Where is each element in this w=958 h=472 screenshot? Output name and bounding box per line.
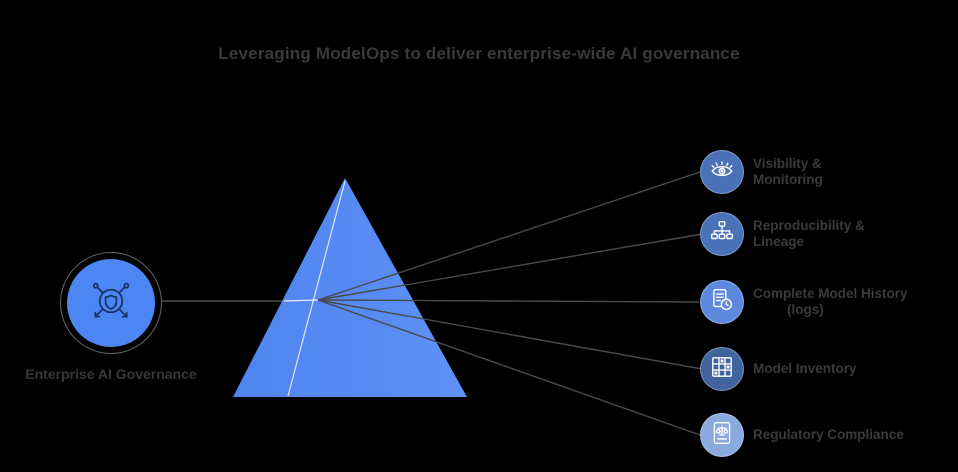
grid-icon xyxy=(709,354,735,385)
dispersed-rays xyxy=(317,171,703,436)
document-history-icon xyxy=(709,287,735,318)
output-label-visibility: Visibility & Monitoring xyxy=(753,156,823,188)
ray-1 xyxy=(317,171,701,301)
scales-icon xyxy=(709,420,735,451)
eye-icon xyxy=(709,157,735,188)
output-label-line: Complete Model History xyxy=(753,286,908,301)
output-circle-visibility xyxy=(700,150,744,194)
output-circle-model-inventory xyxy=(700,347,744,391)
sitemap-icon xyxy=(709,219,735,250)
output-label-regulatory-compliance: Regulatory Compliance xyxy=(753,427,904,443)
ray-2 xyxy=(317,233,703,301)
source-circle xyxy=(67,259,155,347)
output-label-line: (logs) xyxy=(787,302,824,317)
ray-3 xyxy=(317,299,700,303)
output-circle-lineage xyxy=(700,212,744,256)
output-label-line: Regulatory Compliance xyxy=(753,427,904,442)
internal-beam-line xyxy=(283,299,319,302)
shield-network-icon xyxy=(84,274,138,333)
output-circle-regulatory-compliance xyxy=(700,413,744,457)
output-label-line: Reproducibility & xyxy=(753,218,865,233)
output-label-line: Model Inventory xyxy=(753,361,857,376)
ray-4 xyxy=(317,299,703,370)
prism-triangle xyxy=(233,178,467,397)
output-label-line: Monitoring xyxy=(753,172,823,187)
output-circle-model-history xyxy=(700,280,744,324)
output-label-lineage: Reproducibility & Lineage xyxy=(753,218,865,250)
source-label: Enterprise AI Governance xyxy=(25,366,197,382)
output-label-line: Lineage xyxy=(753,234,805,249)
source-circle-ring xyxy=(60,252,162,354)
ray-5 xyxy=(317,299,701,436)
output-label-line: Visibility & xyxy=(753,156,822,171)
output-label-model-inventory: Model Inventory xyxy=(753,361,857,377)
diagram-title: Leveraging ModelOps to deliver enterpris… xyxy=(218,44,740,63)
output-label-model-history: Complete Model History (logs) xyxy=(753,286,908,318)
prism-facet-line xyxy=(287,180,346,397)
